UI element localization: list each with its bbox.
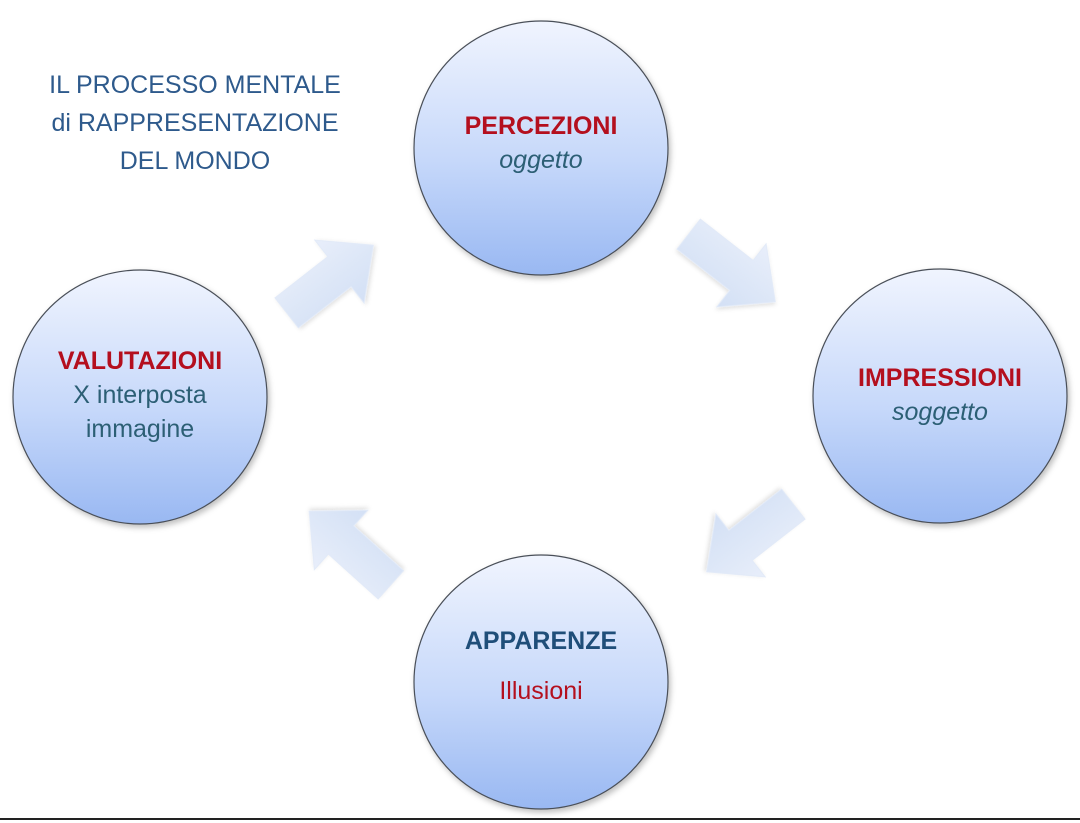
node-impressioni: IMPRESSIONI soggetto	[820, 361, 1060, 429]
node-impressioni-sub: soggetto	[892, 398, 988, 426]
node-apparenze-label: APPARENZE	[464, 627, 618, 655]
arrow-valutazioni-to-percezioni	[261, 213, 399, 345]
circle-impressioni	[812, 268, 1068, 524]
node-valutazioni: VALUTAZIONI X interposta immagine	[20, 344, 260, 446]
arrow-apparenze-to-valutazioni	[281, 480, 419, 616]
circle-percezioni	[413, 20, 669, 276]
node-percezioni-sub: oggetto	[499, 146, 583, 174]
title-line-2: di RAPPRESENTAZIONE	[51, 109, 339, 137]
node-apparenze-sub: Illusioni	[499, 677, 583, 705]
circle-valutazioni	[12, 269, 268, 525]
bottom-divider	[0, 818, 1080, 820]
title-line-1: IL PROCESSO MENTALE	[49, 71, 341, 99]
title-line-3: DEL MONDO	[119, 147, 271, 175]
node-impressioni-label: IMPRESSIONI	[858, 364, 1022, 392]
node-valutazioni-sub-1: X interposta	[73, 381, 207, 409]
circle-apparenze	[413, 554, 669, 810]
node-valutazioni-label: VALUTAZIONI	[57, 347, 223, 375]
node-apparenze: APPARENZE Illusioni	[421, 616, 661, 716]
node-percezioni-label: PERCEZIONI	[464, 112, 618, 140]
arrow-percezioni-to-impressioni	[663, 202, 801, 334]
diagram-title: IL PROCESSO MENTALE di RAPPRESENTAZIONE …	[30, 66, 360, 180]
arrow-impressioni-to-apparenze	[681, 472, 819, 604]
node-percezioni: PERCEZIONI oggetto	[421, 109, 661, 177]
node-valutazioni-sub-2: immagine	[85, 415, 195, 443]
